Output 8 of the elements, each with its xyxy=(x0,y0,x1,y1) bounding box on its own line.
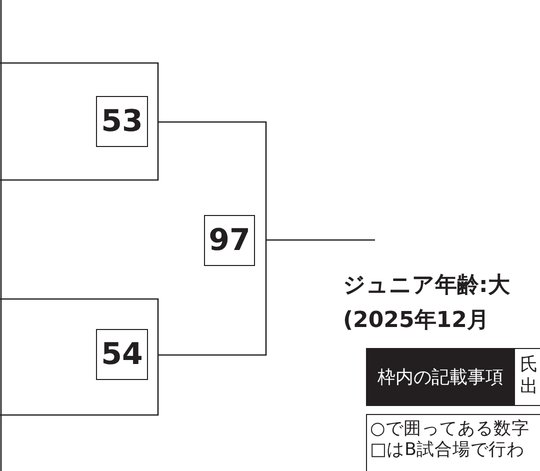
header-cell: 枠内の記載事項 xyxy=(366,348,515,406)
match-number-box: 54 xyxy=(96,329,148,380)
match-number-box: 53 xyxy=(96,96,148,147)
note-box: ○で囲ってある数字 □はB試合場で行わ xyxy=(366,414,540,471)
heading-text: ジュニア年齢:大 xyxy=(343,272,510,300)
heading-text: (2025年12月 xyxy=(343,307,489,335)
match-number-box: 97 xyxy=(204,215,255,266)
table-cell: 氏 出 xyxy=(515,348,540,406)
